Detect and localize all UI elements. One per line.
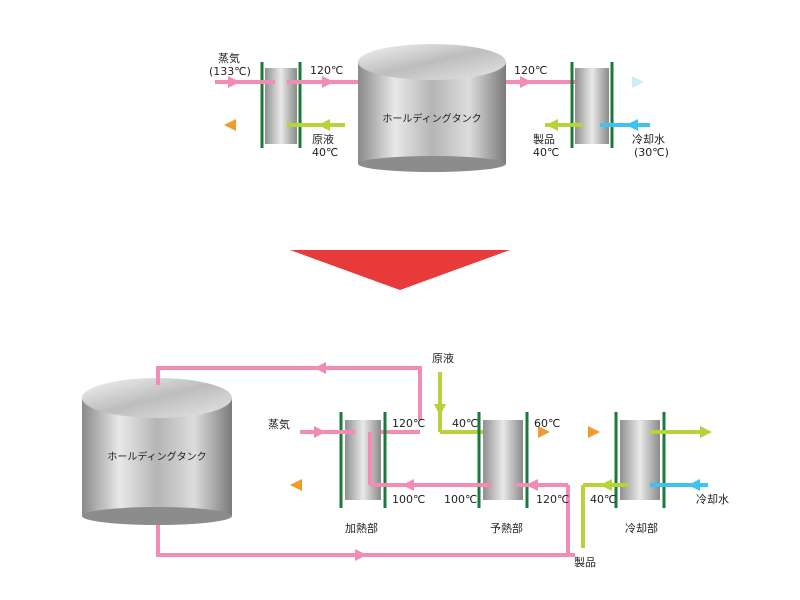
bottom-steam-in-arrow: [314, 426, 326, 438]
tank-out-arrow: [520, 76, 532, 88]
bottom-holding-tank: ホールディングタンク: [82, 378, 232, 525]
top-product-label: 製品: [533, 132, 555, 146]
preheat-temp-120: 120℃: [536, 493, 569, 506]
top-cooling-temp: (30℃): [634, 146, 669, 159]
top-hot-out-temp: 120℃: [310, 64, 343, 77]
transition-arrow: [290, 250, 510, 290]
preheat-temp-100: 100℃: [444, 493, 477, 506]
heating-section-label: 加熱部: [345, 521, 378, 535]
heat-temp-120: 120℃: [392, 417, 425, 430]
cooling-out-arrow: [632, 76, 644, 88]
loop-bottom-arrow: [355, 549, 367, 561]
cooling-in-arrow: [626, 119, 638, 131]
top-cooling-label: 冷却水: [632, 133, 665, 146]
top-diagram: ホールディングタンク 蒸気 (133℃) 120℃ 原液 40℃ 120℃ 製品…: [209, 44, 669, 172]
bottom-product-label: 製品: [574, 555, 596, 569]
steam-in-arrow: [228, 76, 240, 88]
cool-temp-40: 40℃: [590, 493, 616, 506]
bottom-condensate-arrow: [290, 479, 302, 491]
top-tank-out-temp: 120℃: [514, 64, 547, 77]
bottom-raw-label: 原液: [432, 351, 454, 365]
heating-section: [290, 412, 432, 508]
top-tank-label: ホールディングタンク: [382, 112, 481, 125]
raw-feed-arrow: [434, 404, 446, 416]
bottom-diagram: ホールディングタンク: [82, 351, 729, 569]
preheat-section-label: 予熱部: [490, 521, 523, 535]
cooling-section: [581, 412, 712, 548]
raw-in-arrow: [318, 119, 330, 131]
cooling-section-label: 冷却部: [625, 521, 658, 535]
preheat-out-arrow-2: [588, 426, 600, 438]
heat-temp-100: 100℃: [392, 493, 425, 506]
bottom-cooling-water-label: 冷却水: [696, 493, 729, 506]
preheat-section: [432, 372, 628, 555]
bottom-tank-label: ホールディングタンク: [107, 450, 206, 463]
top-steam-label: 蒸気: [218, 51, 240, 65]
top-holding-tank: ホールディングタンク: [358, 44, 506, 172]
bottom-cooling-out-arrow: [700, 426, 712, 438]
top-raw-label: 原液: [312, 132, 334, 146]
product-out-arrow: [546, 119, 558, 131]
bottom-cooling-in-arrow: [688, 479, 700, 491]
preheat-hot-in-arrow: [526, 479, 538, 491]
preheat-temp-40: 40℃: [452, 417, 478, 430]
bottom-steam-label: 蒸気: [268, 417, 290, 431]
loop-top-arrow: [314, 362, 326, 374]
top-cooler-exchanger: [506, 62, 650, 148]
cooler-product-out-arrow: [600, 479, 612, 491]
preheat-out-arrow-1: [538, 426, 550, 438]
top-raw-temp: 40℃: [312, 146, 338, 159]
top-product-temp: 40℃: [533, 146, 559, 159]
heater-in-arrow: [402, 479, 414, 491]
hot-out-arrow: [322, 76, 334, 88]
preheat-temp-60: 60℃: [534, 417, 560, 430]
top-heater-exchanger: [215, 62, 358, 148]
top-steam-temp: (133℃): [209, 65, 251, 78]
condensate-out-arrow: [224, 119, 236, 131]
